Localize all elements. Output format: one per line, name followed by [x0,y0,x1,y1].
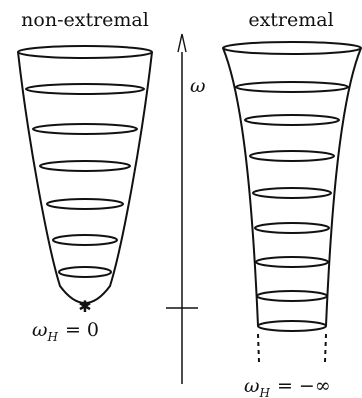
right-horizon-value: = −∞ [277,375,331,397]
left-ring [58,266,112,278]
right-funnel-wall-right [325,47,362,327]
left-ring [52,234,118,246]
subscript-h: H [47,330,59,344]
left-funnel-wall [17,51,153,304]
axis-arrowhead [177,33,187,53]
right-rim [222,41,362,55]
left-horizon-label: ωH = 0 [32,319,99,344]
right-ring [244,114,340,126]
omega-symbol: ω [32,319,48,341]
omega-symbol: ω [244,375,260,397]
right-ring [249,150,335,162]
dashed-wall-left [257,333,260,363]
left-ring [25,83,145,95]
right-horizon-label: ωH = −∞ [244,375,331,398]
right-ring [257,320,327,332]
left-rim [17,45,153,59]
left-ring [32,123,138,135]
right-ring [252,187,332,199]
left-horizon-value: = 0 [65,319,99,341]
right-funnel-continuation [257,333,327,363]
non-extremal-title: non-extremal [21,9,149,31]
left-ring [39,160,131,172]
right-ring [256,290,328,302]
omega-axis [166,33,198,384]
horizon-marker: ✱ [78,297,91,316]
extremal-title: extremal [248,9,333,31]
axis-label: ω [190,75,206,97]
right-ring [255,256,329,268]
right-ring [254,222,330,234]
left-ring [46,198,124,210]
extremal-funnel [222,41,362,332]
non-extremal-funnel [17,45,153,304]
subscript-h: H [259,386,271,398]
right-ring [235,81,349,93]
right-funnel-wall-left [222,47,259,327]
dashed-wall-right [324,333,327,363]
